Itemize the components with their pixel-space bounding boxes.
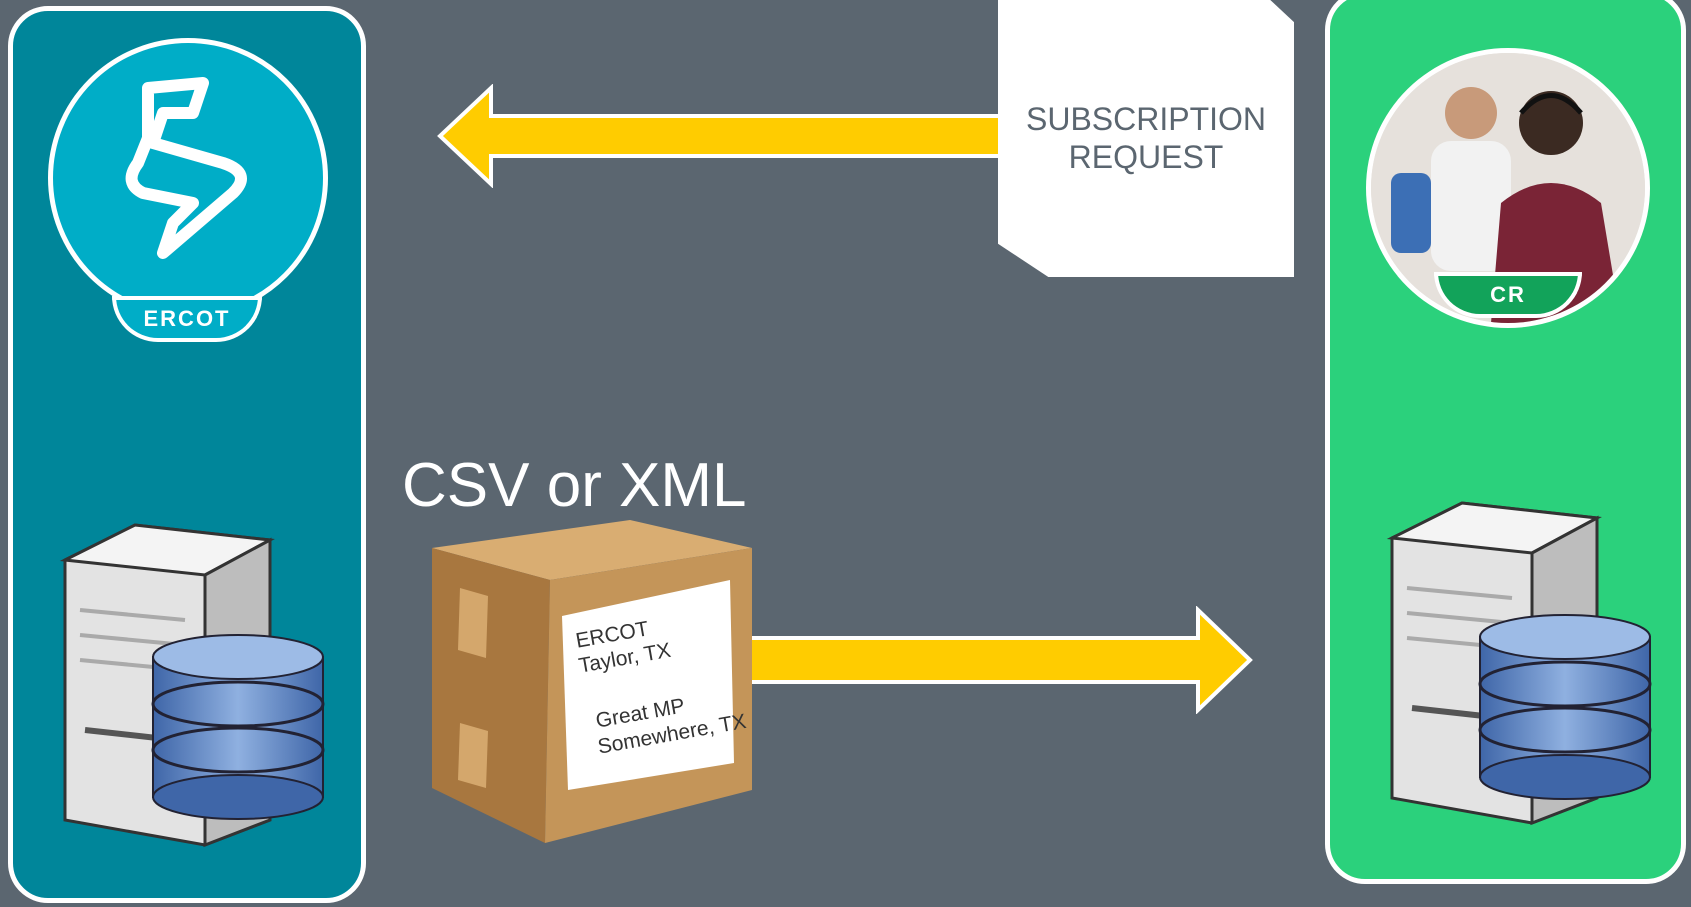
subscription-request-text: SUBSCRIPTION REQUEST	[1025, 101, 1267, 175]
cr-ribbon: CR	[1434, 272, 1582, 318]
package-box-icon	[432, 520, 752, 843]
ercot-logo	[48, 38, 328, 318]
delivery-arrow-icon	[746, 606, 1253, 714]
subscription-request-document	[998, 0, 1294, 277]
ercot-ribbon: ERCOT	[112, 296, 262, 342]
shipping-label	[562, 580, 734, 790]
ercot-s-mark-icon	[125, 77, 247, 259]
data-format-label: CSV or XML	[402, 451, 747, 520]
request-arrow-icon	[437, 84, 1002, 188]
ercot-database-icon	[151, 634, 325, 820]
cr-database-icon	[1478, 614, 1652, 800]
